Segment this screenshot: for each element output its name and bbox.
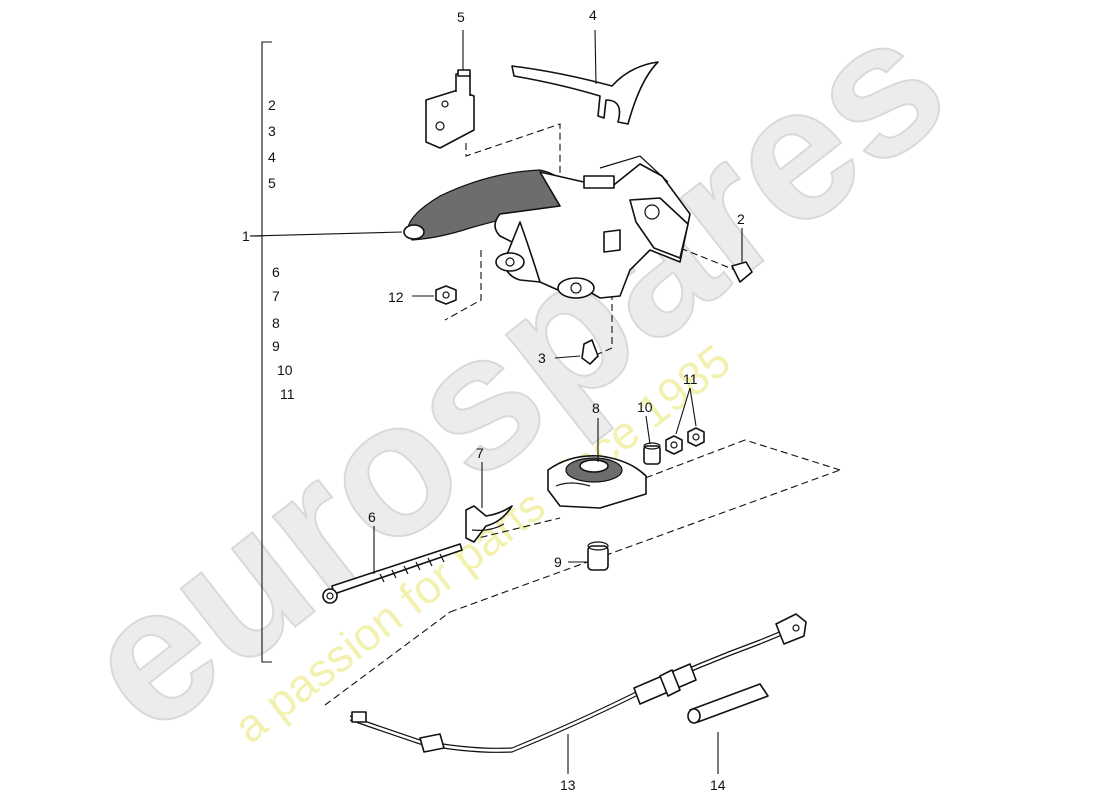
assembly-item: 2 (268, 97, 276, 113)
assembly-item: 9 (272, 338, 280, 354)
part-7-equalizer (465, 462, 513, 543)
callout-labels: 5 4 2 1 12 3 8 10 11 7 6 9 13 14 (242, 7, 745, 793)
callout-13: 13 (560, 777, 576, 793)
assembly-guides (324, 123, 841, 706)
callout-11: 11 (683, 371, 698, 387)
callout-8: 8 (592, 400, 600, 416)
part-13-cable (349, 613, 807, 774)
assembly-item: 7 (272, 288, 280, 304)
watermark: eurospares a passion for parts since 198… (44, 0, 984, 773)
part-12-nut (412, 285, 457, 305)
part-6-rod (322, 526, 463, 604)
assembly-item: 3 (268, 123, 276, 139)
assembly-item: 4 (268, 149, 276, 165)
part-8-housing (547, 418, 647, 509)
callout-3: 3 (538, 350, 546, 366)
callout-14: 14 (710, 777, 726, 793)
part-11-nuts (665, 387, 705, 455)
part-4-trim (511, 29, 659, 125)
callout-1: 1 (242, 228, 250, 244)
part-3-clip (554, 339, 599, 365)
assembly-item: 5 (268, 175, 276, 191)
assembly-item: 11 (280, 386, 295, 402)
part-9-sleeve (568, 541, 609, 571)
watermark-brand: eurospares (45, 0, 983, 772)
assembly-item: 10 (277, 362, 293, 378)
part-5-bracket (425, 30, 475, 149)
callout-4: 4 (589, 7, 597, 23)
assembly-item: 6 (272, 264, 280, 280)
assembly-item: 8 (272, 315, 280, 331)
callout-2: 2 (737, 211, 745, 227)
callout-12: 12 (388, 289, 404, 305)
callout-10: 10 (637, 399, 653, 415)
callout-6: 6 (368, 509, 376, 525)
part-1-handbrake-lever (249, 155, 691, 299)
part-2-pin (731, 228, 753, 283)
callout-5: 5 (457, 9, 465, 25)
callout-9: 9 (554, 554, 562, 570)
part-14-tube (687, 683, 769, 774)
callout-7: 7 (476, 445, 484, 461)
part-10-spacer (643, 415, 661, 465)
assembly-list: 2 3 4 5 6 7 8 9 10 11 (268, 97, 295, 402)
